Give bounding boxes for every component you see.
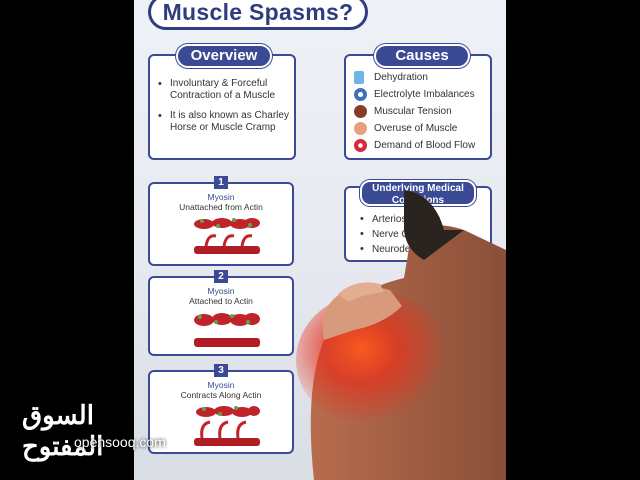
overview-item: Involuntary & Forceful Contraction of a …: [158, 78, 292, 102]
overview-heading: Overview: [176, 44, 272, 68]
infographic-poster: Muscle Spasms? Overview Involuntary & Fo…: [134, 0, 506, 480]
overview-card: Overview Involuntary & Forceful Contract…: [148, 44, 296, 160]
shoulder-pain-photo: [296, 190, 506, 480]
stage-number: 3: [214, 364, 228, 377]
watermark-arabic: السوق المفتوح: [22, 400, 104, 461]
causes-heading: Causes: [374, 44, 470, 68]
causes-card: Causes Dehydration Electrolyte Imbalance…: [344, 44, 492, 160]
muscle-arm-icon: [354, 122, 367, 135]
overview-item: It is also known as Charley Horse or Mus…: [158, 110, 292, 134]
stage-number: 2: [214, 270, 228, 283]
title-pill: Muscle Spasms?: [148, 0, 368, 30]
myosin-actin-diagram: [194, 218, 260, 254]
stage-number: 1: [214, 176, 228, 189]
watermark-latin: opensooq.com: [74, 434, 166, 450]
stage-card-2: 2 Myosin Attached to Actin: [148, 270, 294, 356]
water-glass-icon: [354, 71, 364, 84]
tension-icon: [354, 105, 367, 118]
stage-card-1: 1 Myosin Unattached from Actin: [148, 176, 294, 266]
stage-card-3: 3 Myosin Contracts Along Actin: [148, 364, 294, 454]
electrolyte-icon: [354, 88, 367, 101]
overview-list: Involuntary & Forceful Contraction of a …: [158, 78, 292, 134]
myosin-actin-diagram: [194, 313, 260, 347]
page-title: Muscle Spasms?: [162, 0, 354, 25]
blood-drop-icon: [354, 139, 367, 152]
myosin-actin-diagram: [194, 406, 260, 446]
